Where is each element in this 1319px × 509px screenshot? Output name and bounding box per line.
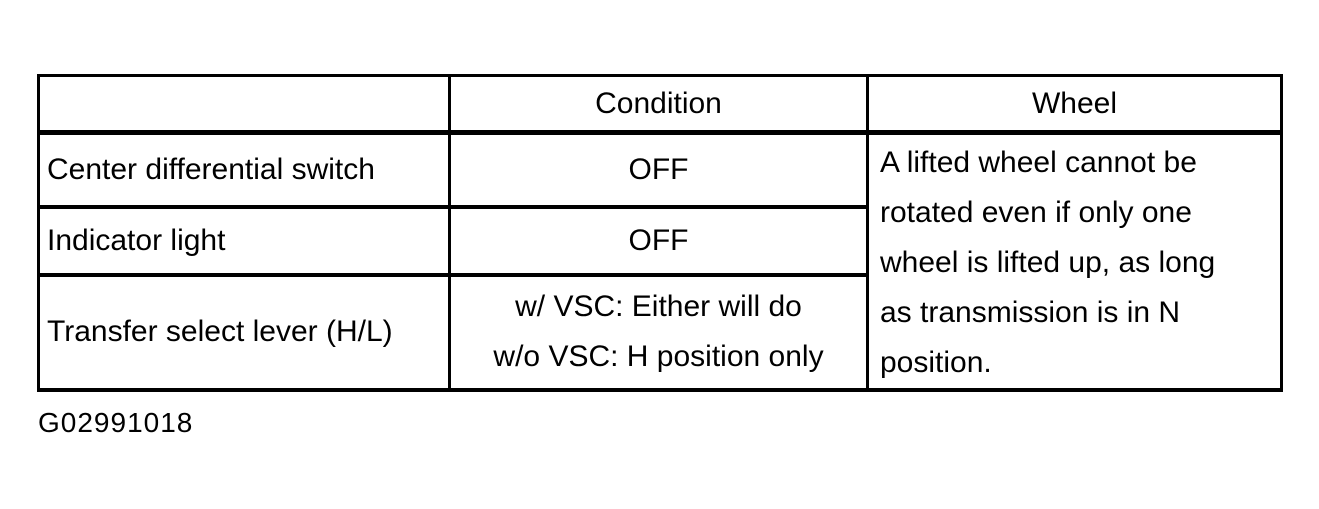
condition-value: OFF: [448, 130, 869, 209]
row-label-transfer-select-lever: Transfer select lever (H/L): [37, 273, 451, 393]
table-row: Indicator light OFF: [37, 205, 1282, 277]
wheel-note-line: A lifted wheel cannot be: [880, 146, 1197, 179]
wheel-note-line: rotated even if only one: [880, 196, 1192, 229]
table-row: Center differential switch OFF A lifted …: [37, 130, 1283, 392]
wheel-note-cell: A lifted wheel cannot be rotated even if…: [866, 131, 1283, 392]
table-row: Transfer select lever (H/L) w/ VSC: Eith…: [37, 273, 1282, 393]
wheel-note-line: wheel is lifted up, as long: [880, 246, 1216, 279]
wheel-note-line: as transmission is in N: [880, 296, 1181, 329]
header-wheel: Wheel: [866, 74, 1283, 135]
condition-value: OFF: [448, 205, 869, 277]
table-header-row: Condition Wheel: [37, 74, 1283, 135]
row-label-center-differential-switch: Center differential switch: [37, 130, 451, 209]
header-condition: Condition: [448, 74, 869, 135]
figure-id: G02991018: [38, 407, 194, 438]
wheel-note-line: position.: [880, 346, 992, 379]
row-label-indicator-light: Indicator light: [37, 205, 451, 277]
condition-line-with-vsc: w/ VSC: Either will do: [515, 290, 802, 324]
condition-value: w/ VSC: Either will do w/o VSC: H positi…: [448, 273, 869, 393]
condition-line-without-vsc: w/o VSC: H position only: [493, 340, 824, 374]
center-differential-condition-table: Condition Wheel Center differential swit…: [37, 74, 1283, 393]
header-item-blank: [37, 74, 451, 135]
